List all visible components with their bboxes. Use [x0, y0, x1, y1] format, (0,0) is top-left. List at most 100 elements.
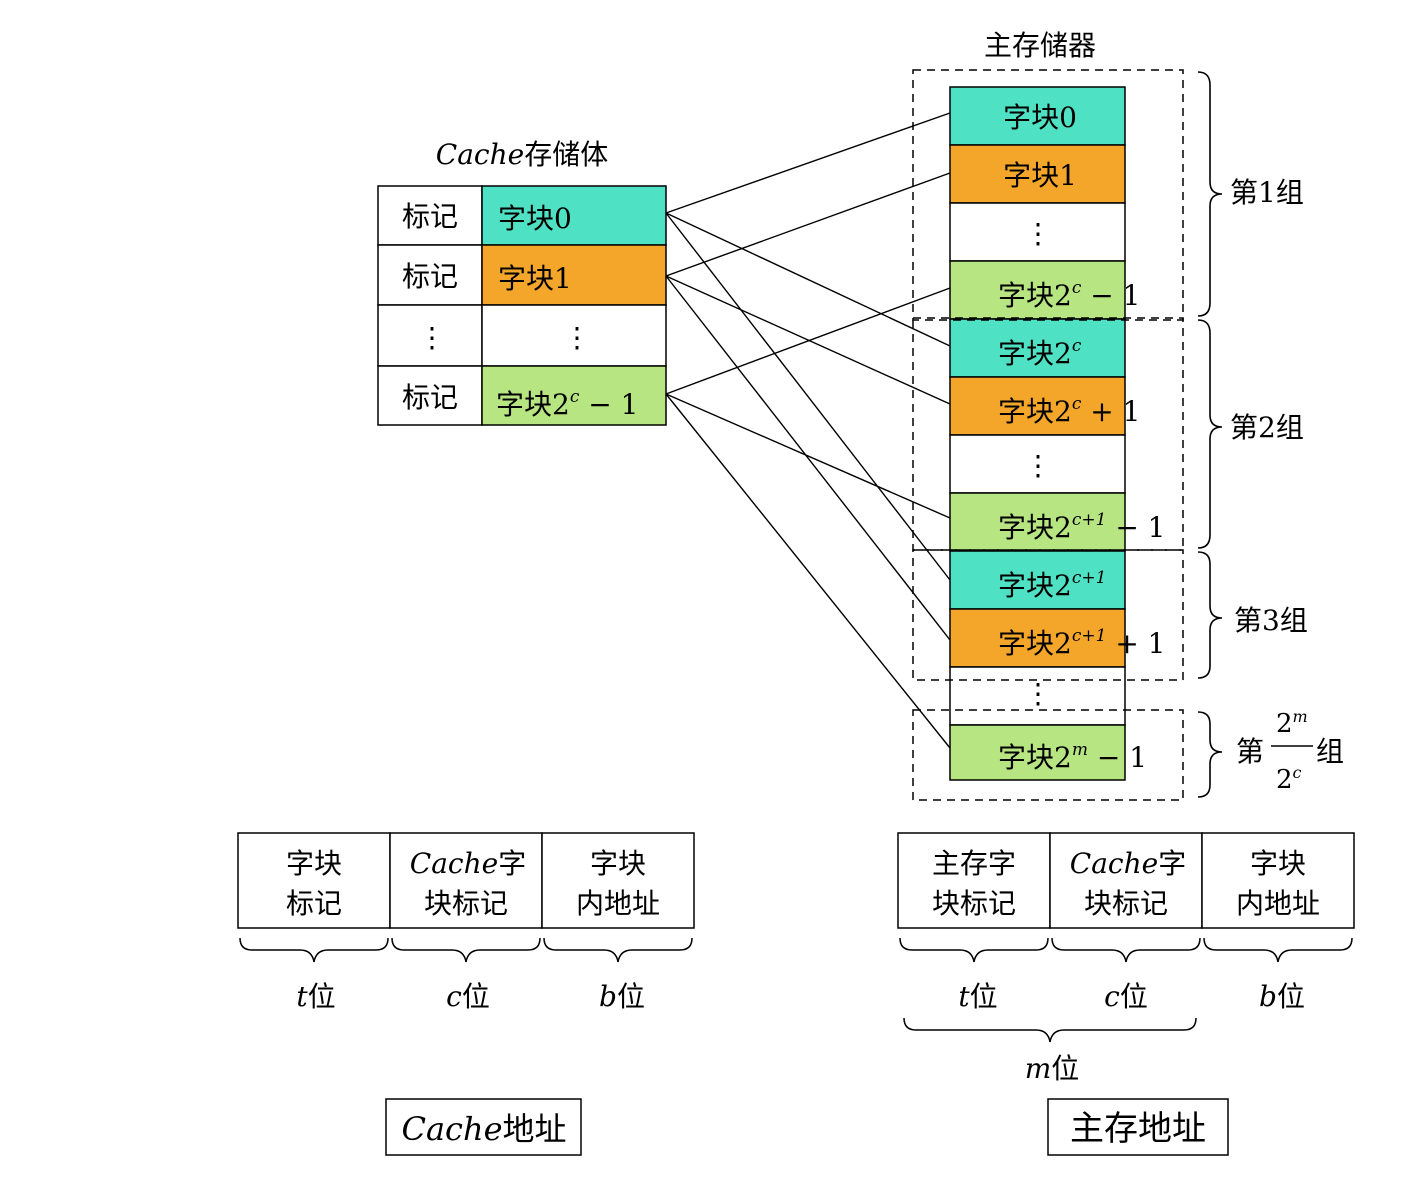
main-address-field	[1201, 832, 1355, 929]
main-block	[949, 260, 1126, 320]
field-label: 块标记	[932, 887, 1016, 920]
main-block-1-label: 字块1	[1003, 159, 1077, 192]
cache-block-ellipsis-cell	[481, 304, 667, 367]
group-last-brace	[1197, 711, 1223, 798]
c-bits-label: c位	[446, 980, 490, 1013]
mapping-line	[665, 275, 951, 641]
main-block-0-label: 字块0	[1003, 101, 1077, 134]
main-block-2c1-label: 字块2c+1	[998, 568, 1106, 602]
main-ellipsis: ⋮	[1024, 677, 1052, 710]
mapping-line	[665, 172, 951, 277]
main-memory-title: 主存储器	[984, 29, 1096, 62]
mapping-line	[665, 287, 951, 395]
cache-tag-ellipsis: ⋮	[418, 321, 446, 354]
main-block-ellipsis-cell	[949, 202, 1126, 262]
group-2-box	[912, 317, 1184, 551]
cache-address-braces	[239, 937, 693, 963]
mapping-line	[665, 393, 951, 749]
group-3-box	[912, 549, 1184, 681]
group-braces	[1197, 71, 1223, 798]
main-block	[949, 492, 1126, 552]
group-1-box	[912, 69, 1184, 321]
group-2-label: 第2组	[1230, 411, 1304, 444]
main-ellipsis: ⋮	[1024, 449, 1052, 482]
field-label: 内地址	[576, 887, 660, 920]
cache-tag-label: 标记	[402, 260, 458, 293]
t-bits-brace	[899, 937, 1049, 963]
b-bits-label: b位	[1259, 980, 1305, 1013]
b-bits-label: b位	[599, 980, 645, 1013]
group-last-numerator: 2m	[1276, 707, 1308, 739]
cache-address-field	[389, 832, 543, 929]
cache-block-last-label: 字块2c − 1	[496, 387, 638, 421]
t-bits-brace	[239, 937, 389, 963]
cache-tag-label: 标记	[402, 381, 458, 414]
main-block-2c-minus1-label: 字块2c − 1	[998, 278, 1140, 312]
cache-tag-cell	[377, 365, 483, 426]
field-label: 标记	[286, 887, 342, 920]
mapping-line	[665, 275, 951, 405]
m-bits-brace	[903, 1017, 1197, 1043]
c-bits-brace	[391, 937, 541, 963]
cache-tag-label: 标记	[402, 200, 458, 233]
cache-block-1-label: 字块1	[498, 262, 572, 295]
main-block-2c1-minus1-label: 字块2c+1 − 1	[998, 510, 1166, 544]
cache-block-0-label: 字块0	[498, 202, 572, 235]
group-boxes	[912, 69, 1184, 801]
group-last-suffix: 组	[1316, 735, 1344, 768]
t-bits-label: t位	[296, 980, 335, 1013]
t-bits-label: t位	[958, 980, 997, 1013]
field-label: 主存字	[932, 847, 1016, 880]
main-address-field	[897, 832, 1051, 929]
cache-block-ellipsis: ⋮	[563, 321, 591, 354]
c-bits-brace	[1051, 937, 1201, 963]
field-label: Cache字	[410, 847, 526, 880]
mapping-line	[665, 393, 951, 519]
group-last-denominator: 2c	[1276, 763, 1302, 795]
mapping-line	[665, 212, 951, 347]
main-block-2m-minus1-label: 字块2m − 1	[998, 740, 1147, 774]
group-last-box	[912, 709, 1184, 801]
main-block	[949, 724, 1126, 781]
group-2-brace	[1197, 319, 1223, 549]
main-block-2c-label: 字块2c	[998, 336, 1082, 370]
cache-block-1	[481, 244, 667, 306]
b-bits-brace	[1203, 937, 1353, 963]
c-bits-label: c位	[1104, 980, 1148, 1013]
field-label: 字块	[1250, 847, 1306, 880]
main-address-caption: 主存地址	[1070, 1109, 1206, 1149]
group-3-brace	[1197, 551, 1223, 679]
group-last-prefix: 第	[1236, 735, 1264, 768]
group-1-label: 第1组	[1230, 176, 1304, 209]
group-1-brace	[1197, 71, 1223, 317]
main-block-2c-plus1-label: 字块2c + 1	[998, 394, 1140, 428]
cache-storage-title: Cache存储体	[436, 138, 608, 171]
cache-address-caption-box	[385, 1098, 582, 1156]
main-address-braces	[899, 937, 1353, 1043]
main-block-2c1-plus1-label: 字块2c+1 + 1	[998, 626, 1166, 660]
group-3-label: 第3组	[1234, 604, 1308, 637]
main-address-field	[1049, 832, 1203, 929]
mapping-lines	[665, 112, 951, 749]
field-label: Cache字	[1070, 847, 1186, 880]
m-bits-label: m位	[1025, 1052, 1080, 1085]
field-label: 字块	[286, 847, 342, 880]
cache-address: 字块 标记 Cache字 块标记 字块 内地址 t位 c位 b位 Cache地址	[237, 832, 695, 1156]
cache-tag-cell	[377, 244, 483, 306]
b-bits-brace	[543, 937, 693, 963]
field-label: 块标记	[1084, 887, 1168, 920]
main-address-caption-box	[1047, 1098, 1229, 1156]
group-last-label: 第 2m 2c 组	[1236, 707, 1344, 795]
field-label: 块标记	[424, 887, 508, 920]
mapping-line	[665, 112, 951, 214]
mapping-line	[665, 212, 951, 581]
main-address: 主存字 块标记 Cache字 块标记 字块 内地址 t位 c位 b位 m位 主存…	[897, 832, 1355, 1156]
cache-tag-cell	[377, 185, 483, 246]
main-block	[949, 376, 1126, 436]
cache-address-caption: Cache地址	[401, 1110, 566, 1148]
main-block	[949, 608, 1126, 668]
cache-address-field	[541, 832, 695, 929]
main-ellipsis: ⋮	[1024, 217, 1052, 250]
main-block-ellipsis-cell	[949, 666, 1126, 726]
